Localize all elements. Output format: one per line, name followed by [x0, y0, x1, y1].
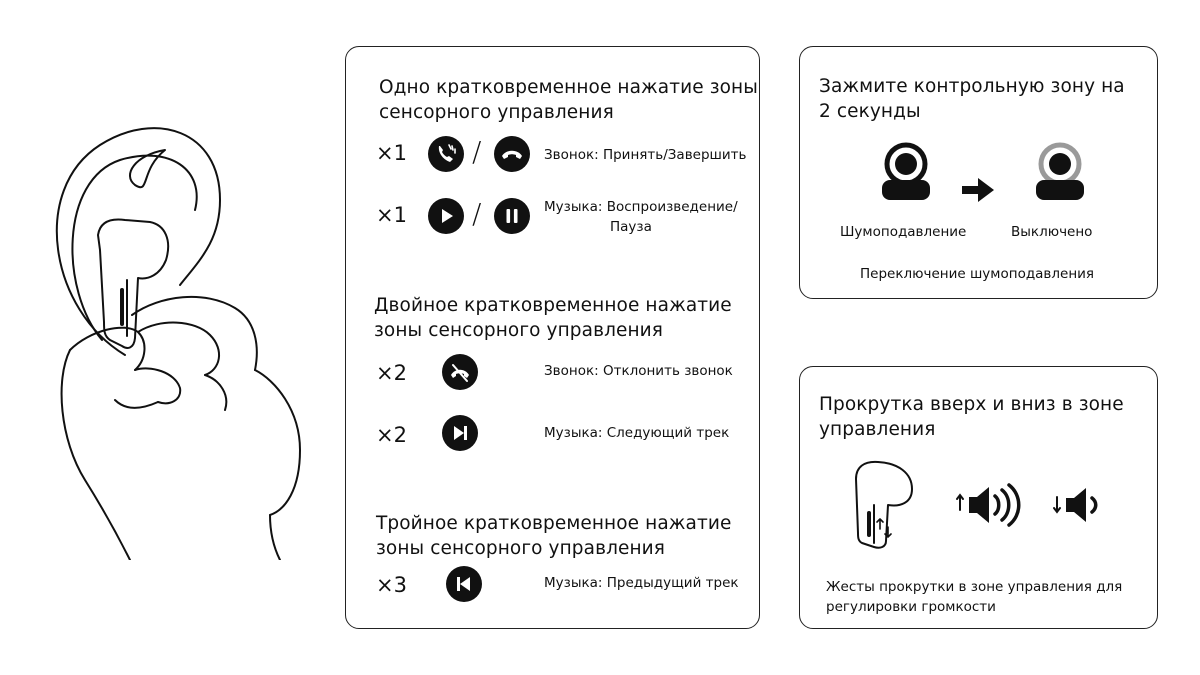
triple-tap-multiplier: ×3	[376, 573, 407, 597]
phone-end-icon	[494, 136, 530, 172]
single-tap-title-line1: Одно кратковременное нажатие зоны	[379, 77, 758, 98]
double-tap-call-desc: Звонок: Отклонить звонок	[544, 363, 733, 379]
double-tap-title: Двойное кратковременное нажатие зоны сен…	[374, 293, 732, 343]
phone-reject-icon	[442, 354, 478, 390]
hold-gesture-panel: Зажмите контрольную зону на 2 секунды Шу…	[799, 46, 1158, 299]
single-tap-music-desc: Музыка: Воспроизведение/ Пауза	[544, 197, 738, 237]
swipe-gesture-panel: Прокрутка вверх и вниз в зоне управления…	[799, 366, 1158, 629]
off-state-label: Выключено	[1011, 224, 1093, 240]
slash-separator: /	[472, 135, 482, 168]
single-tap-multiplier-music: ×1	[376, 203, 407, 227]
play-icon	[428, 198, 464, 234]
earbud-icon	[855, 460, 913, 549]
previous-track-icon	[446, 566, 482, 602]
double-tap-title-line1: Двойное кратковременное нажатие	[374, 295, 732, 316]
single-tap-title: Одно кратковременное нажатие зоны сенсор…	[379, 75, 758, 125]
triple-tap-music-desc: Музыка: Предыдущий трек	[544, 575, 739, 591]
hold-title-line2: 2 секунды	[819, 101, 921, 122]
hold-caption: Переключение шумоподавления	[860, 266, 1095, 282]
single-tap-music-desc-line1: Музыка: Воспроизведение/	[544, 199, 738, 215]
swipe-caption-line2: регулировки громкости	[826, 599, 996, 615]
hold-title-line1: Зажмите контрольную зону на	[819, 76, 1125, 97]
phone-accept-icon	[428, 136, 464, 172]
noise-cancelling-on-icon	[882, 142, 930, 200]
tap-gestures-panel: Одно кратковременное нажатие зоны сенсор…	[345, 46, 760, 629]
swipe-caption: Жесты прокрутки в зоне управления для ре…	[826, 577, 1122, 617]
volume-down-icon	[1053, 488, 1098, 522]
noise-cancelling-off-icon	[1036, 142, 1084, 200]
arrow-right-icon	[962, 178, 994, 202]
single-tap-music-desc-line2: Пауза	[610, 219, 652, 235]
double-tap-music-desc: Музыка: Следующий трек	[544, 425, 730, 441]
single-tap-call-desc: Звонок: Принять/Завершить	[544, 147, 747, 163]
swipe-title: Прокрутка вверх и вниз в зоне управления	[819, 392, 1124, 442]
hold-title: Зажмите контрольную зону на 2 секунды	[819, 74, 1125, 124]
single-tap-multiplier: ×1	[376, 141, 407, 165]
volume-up-icon	[956, 483, 1021, 527]
double-tap-multiplier: ×2	[376, 361, 407, 385]
single-tap-title-line2: сенсорного управления	[379, 102, 614, 123]
ear-hand-illustration	[55, 127, 301, 560]
swipe-title-line1: Прокрутка вверх и вниз в зоне	[819, 394, 1124, 415]
next-track-icon	[442, 415, 478, 451]
swipe-caption-line1: Жесты прокрутки в зоне управления для	[826, 579, 1123, 595]
double-tap-multiplier-music: ×2	[376, 423, 407, 447]
noise-cancelling-state-label: Шумоподавление	[840, 224, 967, 240]
slash-separator-music: /	[472, 197, 482, 230]
double-tap-title-line2: зоны сенсорного управления	[374, 320, 664, 341]
swipe-title-line2: управления	[819, 419, 936, 440]
pause-icon	[494, 198, 530, 234]
triple-tap-title: Тройное кратковременное нажатие зоны сен…	[376, 511, 731, 561]
triple-tap-title-line2: зоны сенсорного управления	[376, 538, 666, 559]
triple-tap-title-line1: Тройное кратковременное нажатие	[376, 513, 732, 534]
